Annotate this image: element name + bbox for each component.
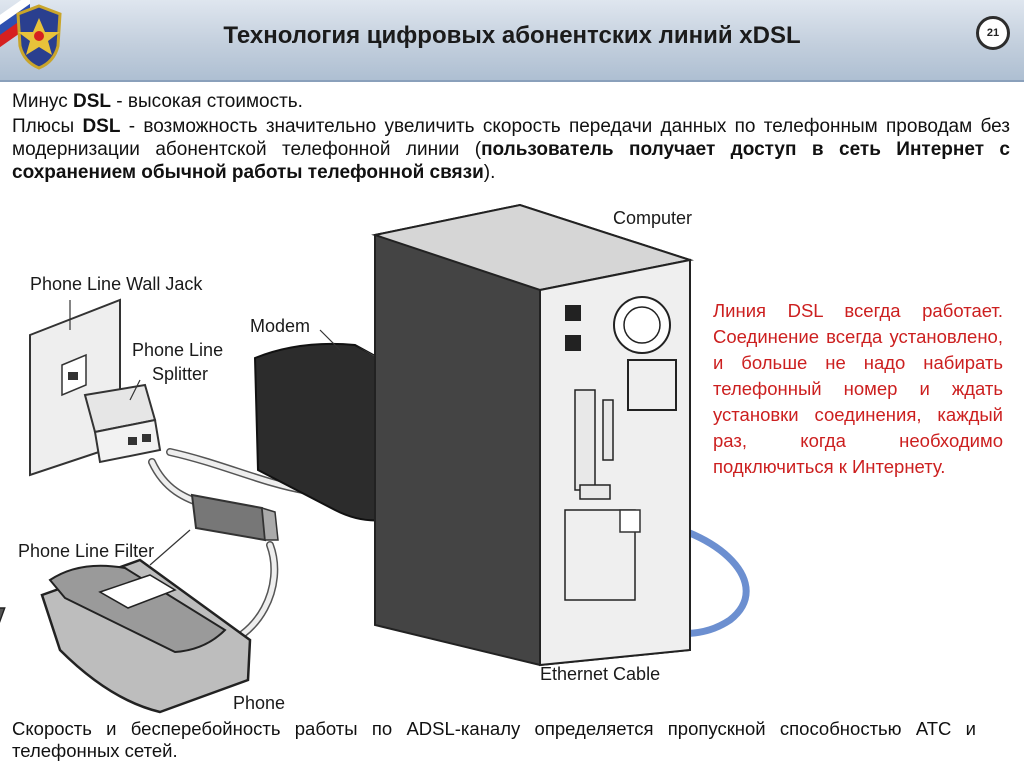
computer-label: Computer	[613, 208, 693, 228]
minus-bullet: Минус DSL - высокая стоимость.	[12, 91, 303, 112]
phone-label: Phone	[233, 693, 286, 713]
ethernet-label: Ethernet Cable	[540, 664, 661, 684]
modem-label: Modem	[250, 316, 311, 336]
filter-label: Phone Line Filter	[18, 541, 155, 561]
slide-title: Технология цифровых абонентских линий xD…	[223, 22, 801, 49]
phone-line-filter	[190, 493, 279, 542]
splitter-label-line2: Splitter	[152, 364, 209, 384]
callout-lines	[69, 300, 341, 566]
dsl-connection-diagram	[0, 203, 750, 714]
plus-bullet: Плюсы DSL - возможность значительно увел…	[12, 116, 1010, 183]
footer-text: Скорость и бесперебойность работы по ADS…	[12, 718, 976, 761]
computer-tower	[371, 203, 694, 667]
page-number-badge: 21	[976, 16, 1010, 50]
phone-line-splitter	[83, 383, 162, 464]
telephone	[0, 558, 252, 714]
slide-header: Технология цифровых абонентских линий xD…	[0, 0, 1024, 82]
emblem-icon	[16, 4, 62, 70]
dsl-note: Линия DSL всегда работает. Соединение вс…	[713, 300, 1003, 477]
splitter-label-line1: Phone Line	[132, 340, 224, 360]
wall-jack-label: Phone Line Wall Jack	[30, 274, 203, 294]
